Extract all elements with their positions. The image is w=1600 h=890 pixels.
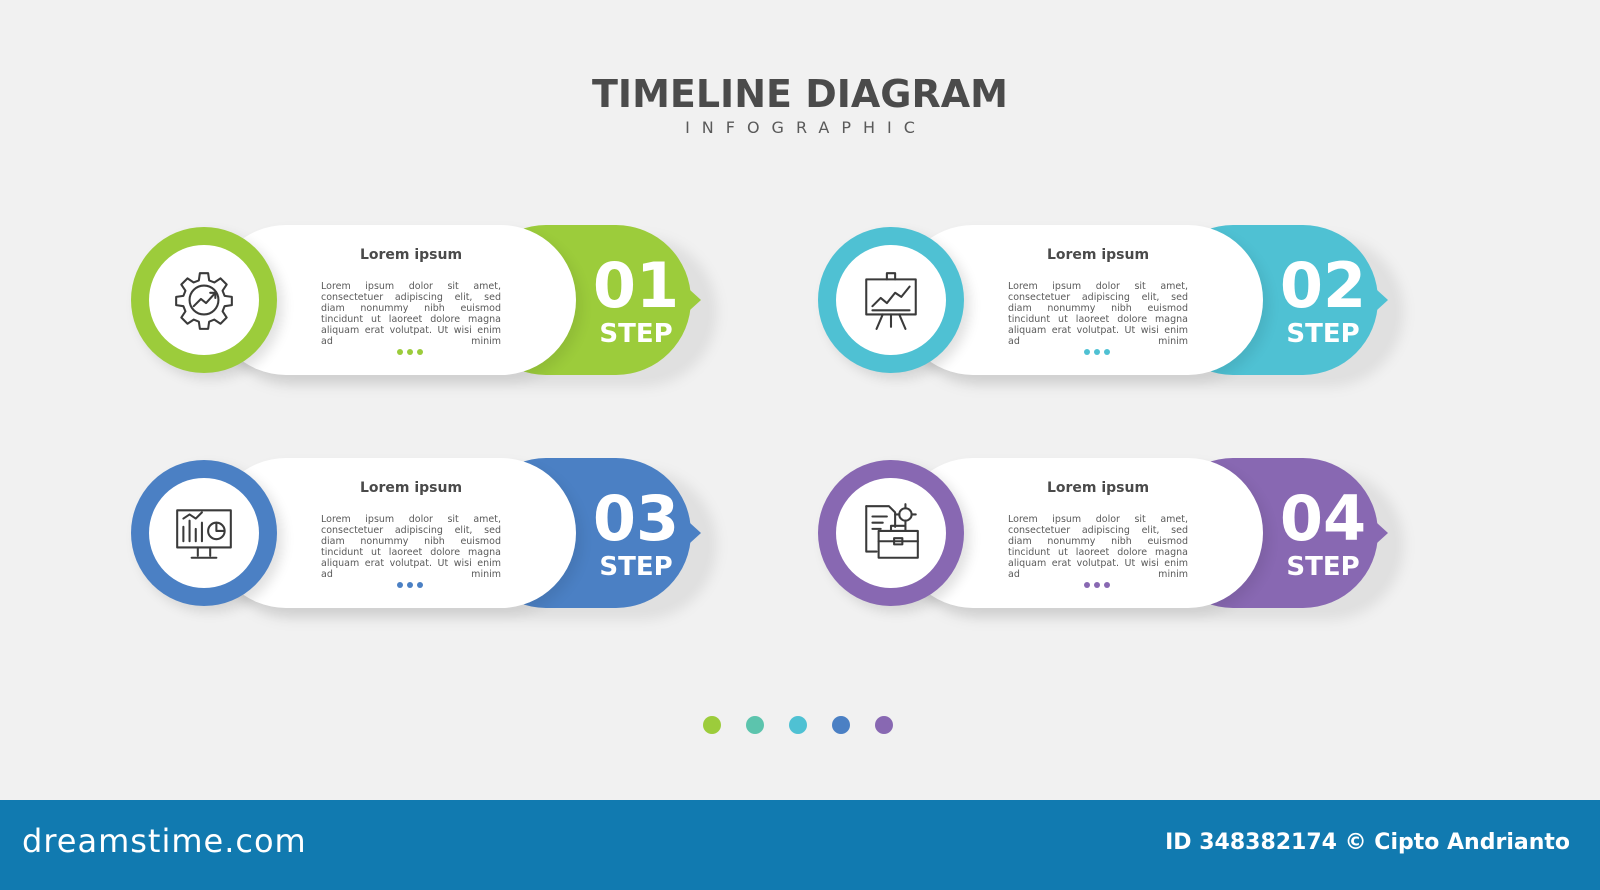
dot xyxy=(407,582,413,588)
color-dot-row xyxy=(703,716,893,734)
footer-brand: dreamstime.com xyxy=(22,822,307,860)
step-heading: Lorem ipsum xyxy=(1046,247,1150,263)
step-number: 01 xyxy=(592,249,680,322)
color-dot xyxy=(789,716,807,734)
step-body-text: Lorem ipsum dolor sit amet, consectetuer… xyxy=(1008,514,1188,580)
step-label: STEP xyxy=(1286,552,1360,582)
dot xyxy=(397,582,403,588)
step-card-4: Lorem ipsum Lorem ipsum dolor sit amet, … xyxy=(818,458,1438,620)
diagram-subtitle: INFOGRAPHIC xyxy=(685,118,927,137)
presentation-board-icon xyxy=(865,272,917,330)
icon-circle xyxy=(149,478,259,588)
icon-ring xyxy=(818,460,964,606)
dot xyxy=(1094,349,1100,355)
color-dot xyxy=(703,716,721,734)
step-heading: Lorem ipsum xyxy=(359,480,463,496)
icon-ring xyxy=(818,227,964,373)
dot xyxy=(417,349,423,355)
color-dot xyxy=(875,716,893,734)
step-body-text: Lorem ipsum dolor sit amet, consectetuer… xyxy=(321,514,501,580)
dot xyxy=(407,349,413,355)
step-heading: Lorem ipsum xyxy=(359,247,463,263)
icon-circle xyxy=(149,245,259,355)
dot xyxy=(397,349,403,355)
step-label: STEP xyxy=(599,319,673,349)
dot xyxy=(1104,349,1110,355)
banner-arrow xyxy=(1366,513,1388,553)
banner-arrow xyxy=(679,513,701,553)
footer-bar: dreamstime.com ID 348382174 © Cipto Andr… xyxy=(0,800,1600,890)
step-heading: Lorem ipsum xyxy=(1046,480,1150,496)
step-label: STEP xyxy=(599,552,673,582)
step-number: 02 xyxy=(1279,249,1367,322)
dot xyxy=(417,582,423,588)
step-dots xyxy=(397,582,427,590)
banner-arrow xyxy=(1366,280,1388,320)
diagram-title: TIMELINE DIAGRAM xyxy=(592,72,1008,116)
dot xyxy=(1094,582,1100,588)
step-dots xyxy=(1084,582,1114,590)
step-body-text: Lorem ipsum dolor sit amet, consectetuer… xyxy=(321,281,501,347)
step-card-3: Lorem ipsum Lorem ipsum dolor sit amet, … xyxy=(131,458,751,620)
dot xyxy=(1084,582,1090,588)
gear-chart-icon xyxy=(175,272,233,330)
step-label: STEP xyxy=(1286,319,1360,349)
step-card-2: Lorem ipsum Lorem ipsum dolor sit amet, … xyxy=(818,225,1438,387)
monitor-analytics-icon xyxy=(176,509,232,559)
step-number: 04 xyxy=(1279,482,1367,555)
step-card-1: Lorem ipsum Lorem ipsum dolor sit amet, … xyxy=(131,225,751,387)
icon-circle xyxy=(836,245,946,355)
icon-circle xyxy=(836,478,946,588)
step-body-text: Lorem ipsum dolor sit amet, consectetuer… xyxy=(1008,281,1188,347)
step-dots xyxy=(1084,349,1114,357)
footer-credit: ID 348382174 © Cipto Andrianto xyxy=(1165,830,1570,855)
icon-ring xyxy=(131,227,277,373)
briefcase-document-icon xyxy=(865,503,919,559)
banner-arrow xyxy=(679,280,701,320)
color-dot xyxy=(746,716,764,734)
icon-ring xyxy=(131,460,277,606)
step-number: 03 xyxy=(592,482,680,555)
dot xyxy=(1104,582,1110,588)
step-dots xyxy=(397,349,427,357)
color-dot xyxy=(832,716,850,734)
dot xyxy=(1084,349,1090,355)
